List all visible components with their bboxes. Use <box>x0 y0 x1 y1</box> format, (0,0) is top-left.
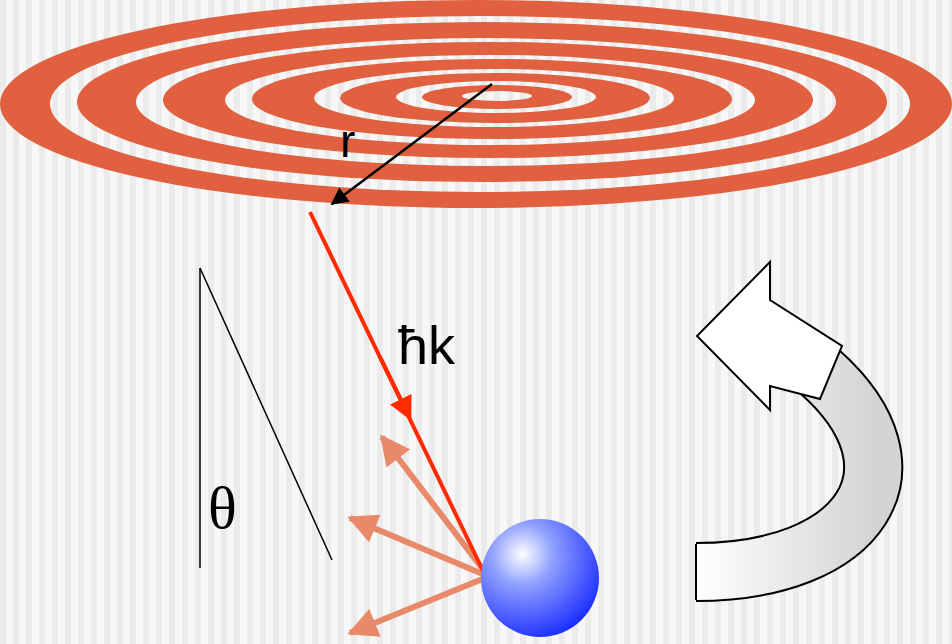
angle-slant <box>200 268 332 560</box>
momentum-label: ħk <box>398 318 455 372</box>
photon-beam <box>310 212 486 577</box>
angle-label: θ <box>208 478 237 538</box>
rotation-arrow <box>696 262 873 600</box>
radius-arrow <box>332 84 492 204</box>
atom-sphere <box>481 519 599 637</box>
angle-vertical <box>199 268 201 568</box>
radius-label: r <box>340 118 355 164</box>
concentric-rings <box>0 0 952 208</box>
